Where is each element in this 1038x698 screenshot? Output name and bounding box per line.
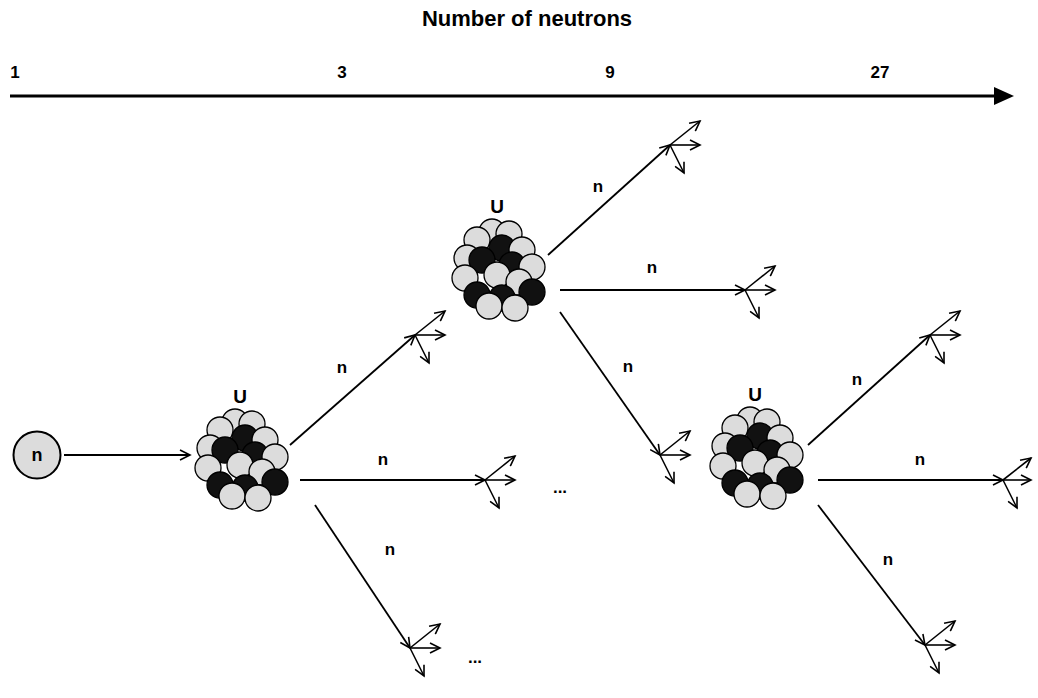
split-arrows	[410, 121, 1031, 676]
split-arrows	[485, 479, 515, 481]
split-arrows	[670, 121, 700, 145]
neutron-arrow	[290, 145, 1003, 648]
neutron-arrow	[808, 335, 930, 445]
split-arrows	[745, 289, 775, 291]
nucleon	[734, 481, 760, 507]
split-arrows	[745, 290, 759, 318]
uranium-nucleus: U	[190, 385, 290, 510]
neutron-label: n	[32, 445, 43, 466]
neutron-arrow	[548, 145, 670, 255]
split-arrows	[415, 334, 445, 336]
neutron-symbol: n	[593, 177, 603, 197]
split-arrows	[660, 454, 690, 456]
neutron-axis	[10, 87, 1014, 105]
split-arrows	[415, 311, 445, 335]
split-arrows	[485, 480, 499, 508]
neutron-axis	[10, 95, 998, 98]
neutron-symbol: n	[623, 357, 633, 377]
neutron-symbol: n	[647, 258, 657, 278]
neutron-axis	[994, 87, 1014, 105]
nucleon	[502, 295, 528, 321]
split-arrows	[670, 144, 700, 146]
neutron-arrow	[64, 454, 190, 456]
nucleus-label: U	[705, 383, 805, 407]
axis-title: Number of neutrons	[422, 6, 632, 32]
neutron-symbol: n	[385, 540, 395, 560]
split-arrows	[925, 645, 939, 673]
neutron-circle: n	[12, 430, 62, 480]
split-arrows	[930, 334, 960, 336]
uranium-nucleus: U	[705, 383, 805, 508]
ellipsis: ...	[468, 648, 482, 668]
nucleus-label: U	[447, 195, 547, 219]
neutron-symbol: n	[852, 370, 862, 390]
neutron-count: 1	[10, 63, 19, 83]
ellipsis: ...	[553, 478, 567, 498]
split-arrows	[930, 311, 960, 335]
split-arrows	[745, 266, 775, 290]
split-arrows	[410, 647, 440, 649]
neutron-arrow	[315, 505, 410, 648]
neutron-arrow	[290, 335, 415, 445]
split-arrows	[925, 644, 955, 646]
neutron-symbol: n	[915, 450, 925, 470]
split-arrows	[660, 455, 674, 483]
split-arrows	[670, 145, 684, 173]
neutron-symbol: n	[883, 550, 893, 570]
split-arrows	[485, 456, 515, 480]
neutron-arrow	[818, 505, 925, 645]
neutron-symbol: n	[337, 358, 347, 378]
neutron-count: 3	[337, 63, 346, 83]
nucleon	[245, 485, 271, 511]
neutron-count: 9	[605, 63, 614, 83]
split-arrows	[930, 335, 944, 363]
split-arrows	[1003, 479, 1031, 481]
nucleon	[760, 483, 786, 509]
neutron-circle-shape	[14, 432, 61, 479]
split-arrows	[660, 431, 690, 455]
nucleon	[219, 483, 245, 509]
nucleon	[476, 293, 502, 319]
nucleus-label: U	[190, 385, 290, 409]
uranium-nucleus: U	[447, 195, 547, 320]
split-arrows	[415, 335, 429, 363]
neutron-arrow	[818, 479, 1003, 481]
neutron-arrow	[560, 312, 660, 455]
neutron-count: 27	[871, 63, 890, 83]
neutron-arrow	[300, 479, 485, 481]
split-arrows	[410, 648, 424, 676]
split-arrows	[1003, 458, 1031, 480]
neutron-symbol: n	[378, 450, 388, 470]
split-arrows	[1003, 480, 1017, 508]
neutron-arrow	[560, 289, 745, 291]
split-arrows	[925, 621, 955, 645]
split-arrows	[410, 624, 440, 648]
